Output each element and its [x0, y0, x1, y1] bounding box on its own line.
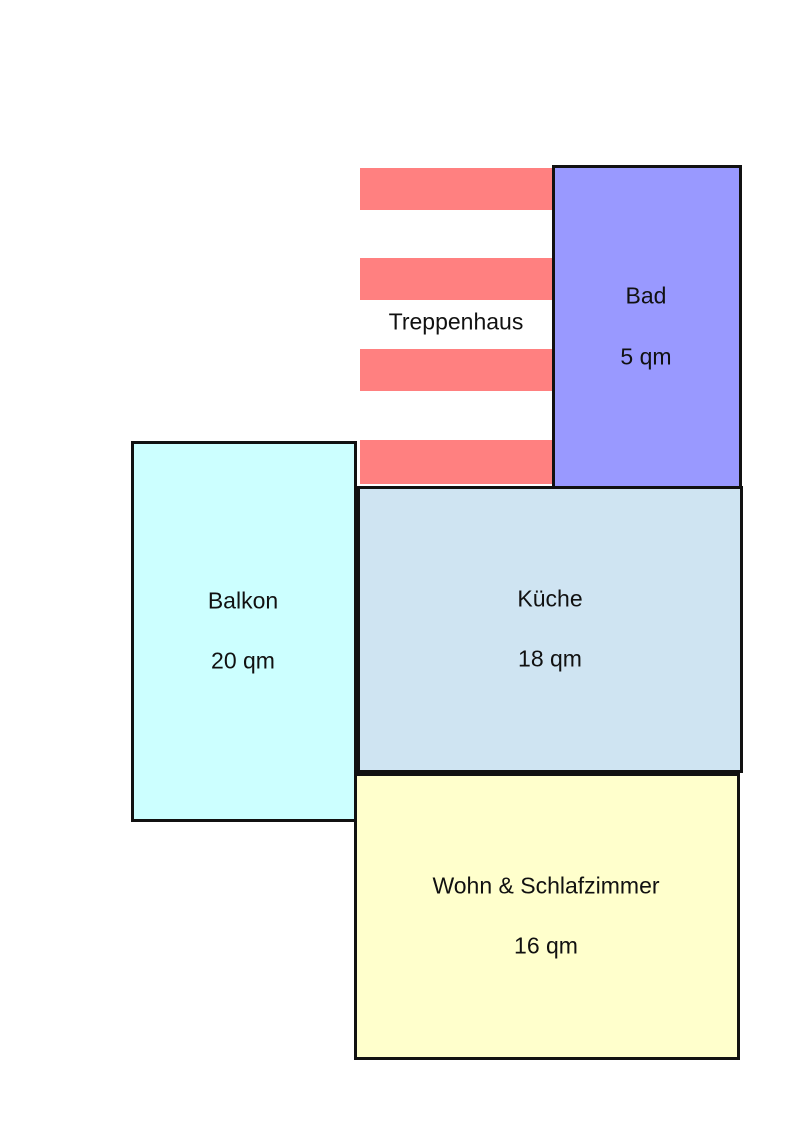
stairwell-label: Treppenhaus	[388, 308, 524, 335]
stair-step	[360, 168, 552, 210]
bath-label: Bad	[625, 282, 667, 309]
balcony-area: 20 qm	[211, 647, 275, 674]
room-living	[354, 773, 740, 1060]
bath-area: 5 qm	[620, 343, 672, 370]
kitchen-area: 18 qm	[518, 645, 582, 672]
stair-step	[360, 349, 552, 391]
room-balcony	[131, 441, 357, 822]
stair-step	[360, 440, 552, 484]
stair-step	[360, 258, 552, 300]
room-kitchen	[357, 486, 743, 773]
kitchen-label: Küche	[517, 585, 583, 612]
living-label: Wohn & Schlafzimmer	[432, 872, 660, 899]
living-area: 16 qm	[514, 932, 578, 959]
room-bath	[552, 165, 742, 489]
balcony-label: Balkon	[207, 587, 279, 614]
